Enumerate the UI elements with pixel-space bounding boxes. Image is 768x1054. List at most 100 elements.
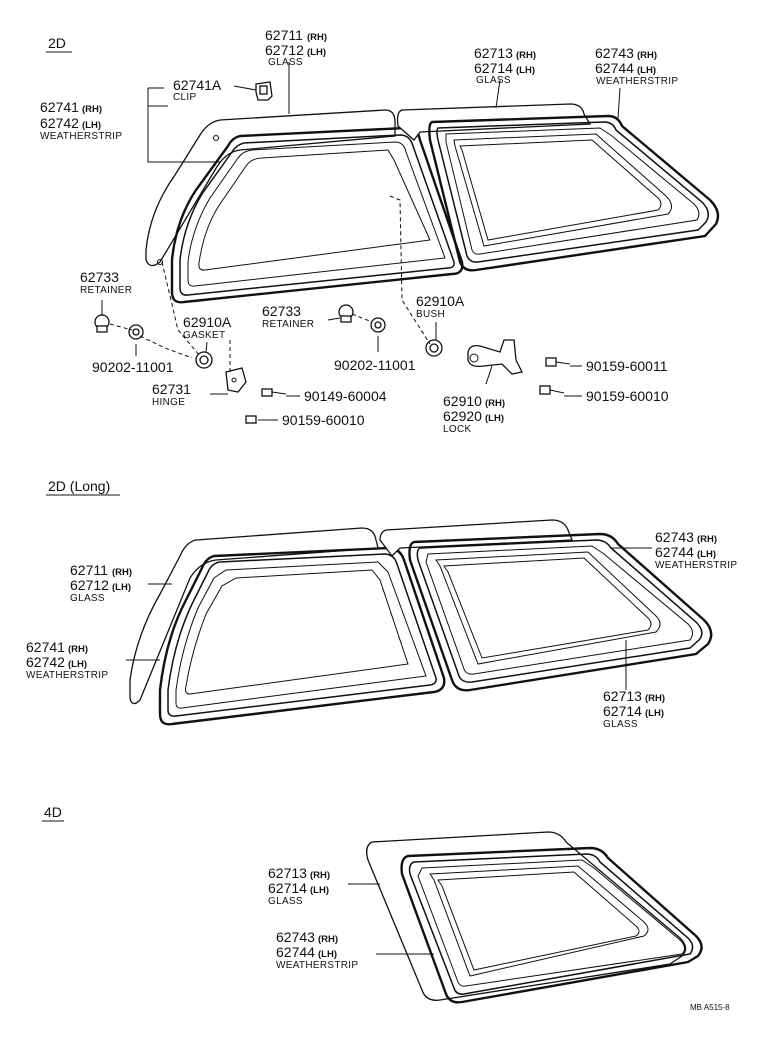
svg-text:62910A: 62910A xyxy=(416,293,465,309)
washer-mid xyxy=(370,317,386,333)
label-62741-weatherstrip: 62741(RH) 62742(LH) WEATHERSTRIP xyxy=(40,99,122,142)
svg-text:(LH): (LH) xyxy=(485,413,504,424)
gasket-left xyxy=(195,351,213,369)
svg-text:62711: 62711 xyxy=(70,562,108,578)
label-62741-weatherstrip-long: 62741(RH) 62742(LH) WEATHERSTRIP xyxy=(26,639,108,681)
label-62743-weatherstrip: 62743(RH) 62744(LH) WEATHERSTRIP xyxy=(595,45,678,87)
svg-text:(RH): (RH) xyxy=(697,534,717,545)
label-90159-60010-a: 90159-60010 xyxy=(282,412,365,428)
svg-text:(RH): (RH) xyxy=(485,398,505,409)
rear-weatherstrip-4d xyxy=(400,846,703,1004)
svg-text:62910: 62910 xyxy=(443,393,482,409)
leader-lines-s1 xyxy=(101,62,621,421)
svg-text:(LH): (LH) xyxy=(645,708,664,719)
svg-text:WEATHERSTRIP: WEATHERSTRIP xyxy=(40,131,122,142)
svg-text:RETAINER: RETAINER xyxy=(262,319,314,330)
svg-text:62714: 62714 xyxy=(474,60,513,76)
label-62743-weatherstrip-long: 62743(RH) 62744(LH) WEATHERSTRIP xyxy=(655,529,737,571)
svg-text:62744: 62744 xyxy=(655,544,694,560)
label-62711-glass-long: 62711 (RH) 62712(LH) GLASS xyxy=(70,562,132,604)
svg-text:62713: 62713 xyxy=(268,865,307,881)
washer-left xyxy=(128,324,144,340)
svg-text:62712: 62712 xyxy=(70,577,109,593)
svg-text:62744: 62744 xyxy=(276,944,315,960)
svg-text:62714: 62714 xyxy=(268,880,307,896)
label-62741a-clip: 62741A CLIP xyxy=(173,77,222,103)
svg-text:(LH): (LH) xyxy=(637,65,656,76)
screw-90149-60004 xyxy=(261,388,287,397)
svg-text:WEATHERSTRIP: WEATHERSTRIP xyxy=(276,960,358,971)
label-90202-11001-left: 90202-11001 xyxy=(92,359,174,375)
svg-text:CLIP: CLIP xyxy=(173,92,196,103)
svg-text:WEATHERSTRIP: WEATHERSTRIP xyxy=(655,560,737,571)
leader-lines-s2 xyxy=(126,547,652,690)
clip-62741a xyxy=(255,81,273,101)
hinge-62731 xyxy=(225,367,247,393)
rear-weatherstrip-2d-long xyxy=(408,532,713,692)
lock-62910 xyxy=(467,339,523,375)
retainer-mid xyxy=(338,304,354,323)
svg-text:(LH): (LH) xyxy=(307,47,326,58)
label-62713-glass-long: 62713(RH) 62714(LH) GLASS xyxy=(603,688,665,730)
label-62711-glass: 62711(RH) 62712(LH) GLASS xyxy=(265,27,327,68)
svg-text:62741: 62741 xyxy=(40,99,79,115)
svg-text:62741A: 62741A xyxy=(173,77,222,93)
svg-text:(LH): (LH) xyxy=(310,885,329,896)
svg-text:WEATHERSTRIP: WEATHERSTRIP xyxy=(26,670,108,681)
svg-text:(LH): (LH) xyxy=(697,549,716,560)
svg-text:RETAINER: RETAINER xyxy=(80,285,132,296)
svg-text:62920: 62920 xyxy=(443,408,482,424)
quarter-weatherstrip-2d-long xyxy=(158,546,446,726)
svg-text:62744: 62744 xyxy=(595,60,634,76)
svg-text:(LH): (LH) xyxy=(516,65,535,76)
svg-text:(RH): (RH) xyxy=(318,934,338,945)
svg-text:BUSH: BUSH xyxy=(416,309,445,320)
quarter-glass-2d-long xyxy=(129,527,379,705)
svg-text:(RH): (RH) xyxy=(310,870,330,881)
svg-text:(RH): (RH) xyxy=(82,104,102,115)
label-62733-retainer-left: 62733 RETAINER xyxy=(80,269,132,296)
section-title-4d: 4D xyxy=(44,804,62,820)
screw-90159-60010-a xyxy=(245,415,257,424)
svg-text:(LH): (LH) xyxy=(318,949,337,960)
svg-text:62713: 62713 xyxy=(474,45,513,61)
svg-text:(LH): (LH) xyxy=(112,582,131,593)
svg-text:(RH): (RH) xyxy=(112,567,132,578)
svg-text:GLASS: GLASS xyxy=(603,719,638,730)
label-62743-weatherstrip-4d: 62743(RH) 62744(LH) WEATHERSTRIP xyxy=(276,929,358,971)
svg-text:GASKET: GASKET xyxy=(183,330,225,341)
svg-text:62743: 62743 xyxy=(595,45,634,61)
svg-text:HINGE: HINGE xyxy=(152,397,185,408)
svg-text:LOCK: LOCK xyxy=(443,424,471,435)
label-62910a-gasket: 62910A GASKET xyxy=(183,314,232,341)
section-title-2d-long: 2D (Long) xyxy=(48,478,110,494)
label-62713-glass-4d: 62713(RH) 62714(LH) GLASS xyxy=(268,865,330,907)
reference-code: MB A515-8 xyxy=(690,1003,730,1012)
svg-text:GLASS: GLASS xyxy=(70,593,105,604)
svg-text:WEATHERSTRIP: WEATHERSTRIP xyxy=(596,76,678,87)
svg-text:(LH): (LH) xyxy=(68,659,87,670)
assembly-lines xyxy=(109,195,431,372)
svg-text:(RH): (RH) xyxy=(68,644,88,655)
rear-weatherstrip-2d xyxy=(428,114,720,272)
screw-90159-60010-b xyxy=(539,385,565,395)
svg-text:62713: 62713 xyxy=(603,688,642,704)
label-62733-retainer-mid: 62733 RETAINER xyxy=(262,303,314,330)
svg-text:62733: 62733 xyxy=(80,269,119,285)
screw-90159-60011 xyxy=(545,357,571,367)
svg-text:(RH): (RH) xyxy=(637,50,657,61)
svg-text:62731: 62731 xyxy=(152,381,191,397)
rear-glass-2d xyxy=(396,103,592,141)
svg-text:62742: 62742 xyxy=(26,654,65,670)
label-90159-60011: 90159-60011 xyxy=(586,358,668,374)
svg-text:(RH): (RH) xyxy=(516,50,536,61)
svg-text:62743: 62743 xyxy=(655,529,694,545)
svg-text:(LH): (LH) xyxy=(82,120,101,131)
svg-text:GLASS: GLASS xyxy=(268,57,303,68)
svg-text:62733: 62733 xyxy=(262,303,301,319)
leader-lines-s3 xyxy=(348,883,434,955)
rear-glass-4d xyxy=(366,831,687,1001)
label-90159-60010-b: 90159-60010 xyxy=(586,388,669,404)
svg-text:(RH): (RH) xyxy=(307,32,327,43)
